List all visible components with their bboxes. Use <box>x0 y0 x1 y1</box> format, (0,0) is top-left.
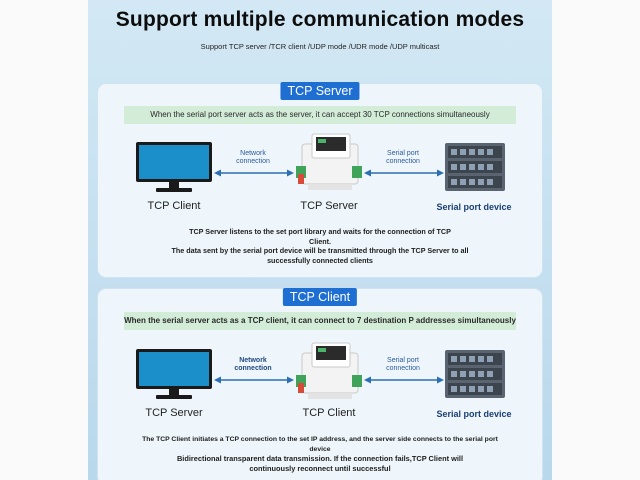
page-title: Support multiple communication modes <box>115 8 525 31</box>
server-rack-icon <box>445 350 505 398</box>
tcp-client-description: The TCP Client initiates a TCP connectio… <box>128 435 512 473</box>
double-arrow-icon <box>364 169 444 177</box>
tcp-server-card: TCP Server When the serial port server a… <box>98 82 542 277</box>
desc-line: continuously reconnect until successful <box>249 463 391 473</box>
left-margin <box>0 0 88 480</box>
tcp-server-description: TCP Server listens to the set port libra… <box>128 227 512 265</box>
desc-line: The data sent by the serial port device … <box>171 246 469 255</box>
monitor-icon <box>136 349 212 399</box>
tcp-client-card: TCP Client When the serial server acts a… <box>98 288 542 480</box>
double-arrow-icon <box>214 376 294 384</box>
serial-port-connection-label: Serial port connection <box>386 150 420 165</box>
double-arrow-icon <box>364 376 444 384</box>
desc-line: TCP Server listens to the set port libra… <box>189 227 451 236</box>
desc-line: successfully connected clients <box>267 255 373 265</box>
page-subtitle: Support TCP server /TCR client /UDP mode… <box>200 42 440 51</box>
monitor-icon <box>136 142 212 192</box>
tcp-server-label: TCP Server <box>145 407 203 419</box>
desc-line: device <box>309 445 331 453</box>
tcp-server-label: TCP Server <box>300 200 358 212</box>
network-connection-label: Network connection <box>234 357 272 372</box>
poster: Support multiple communication modes Sup… <box>88 0 552 480</box>
serial-port-device-label: Serial port device <box>436 202 512 212</box>
right-margin <box>552 0 640 480</box>
network-connection-label: Network connection <box>236 150 270 165</box>
serial-server-device-icon <box>296 133 362 190</box>
tcp-server-tag: TCP Server <box>280 82 360 100</box>
tcp-client-label: TCP Client <box>147 200 201 212</box>
double-arrow-icon <box>214 169 294 177</box>
serial-server-device-icon <box>296 342 362 399</box>
server-rack-icon <box>445 143 505 191</box>
desc-line: Bidirectional transparent data transmiss… <box>176 454 464 463</box>
desc-line: The TCP Client initiates a TCP connectio… <box>142 436 498 443</box>
tcp-server-banner: When the serial port server acts as the … <box>124 106 516 124</box>
serial-port-connection-label: Serial port connection <box>386 357 420 372</box>
desc-line: Client. <box>309 236 331 246</box>
serial-port-device-label: Serial port device <box>436 409 512 419</box>
tcp-client-label: TCP Client <box>302 407 356 419</box>
tcp-client-banner: When the serial server acts as a TCP cli… <box>124 312 516 330</box>
tcp-client-tag: TCP Client <box>282 288 358 306</box>
